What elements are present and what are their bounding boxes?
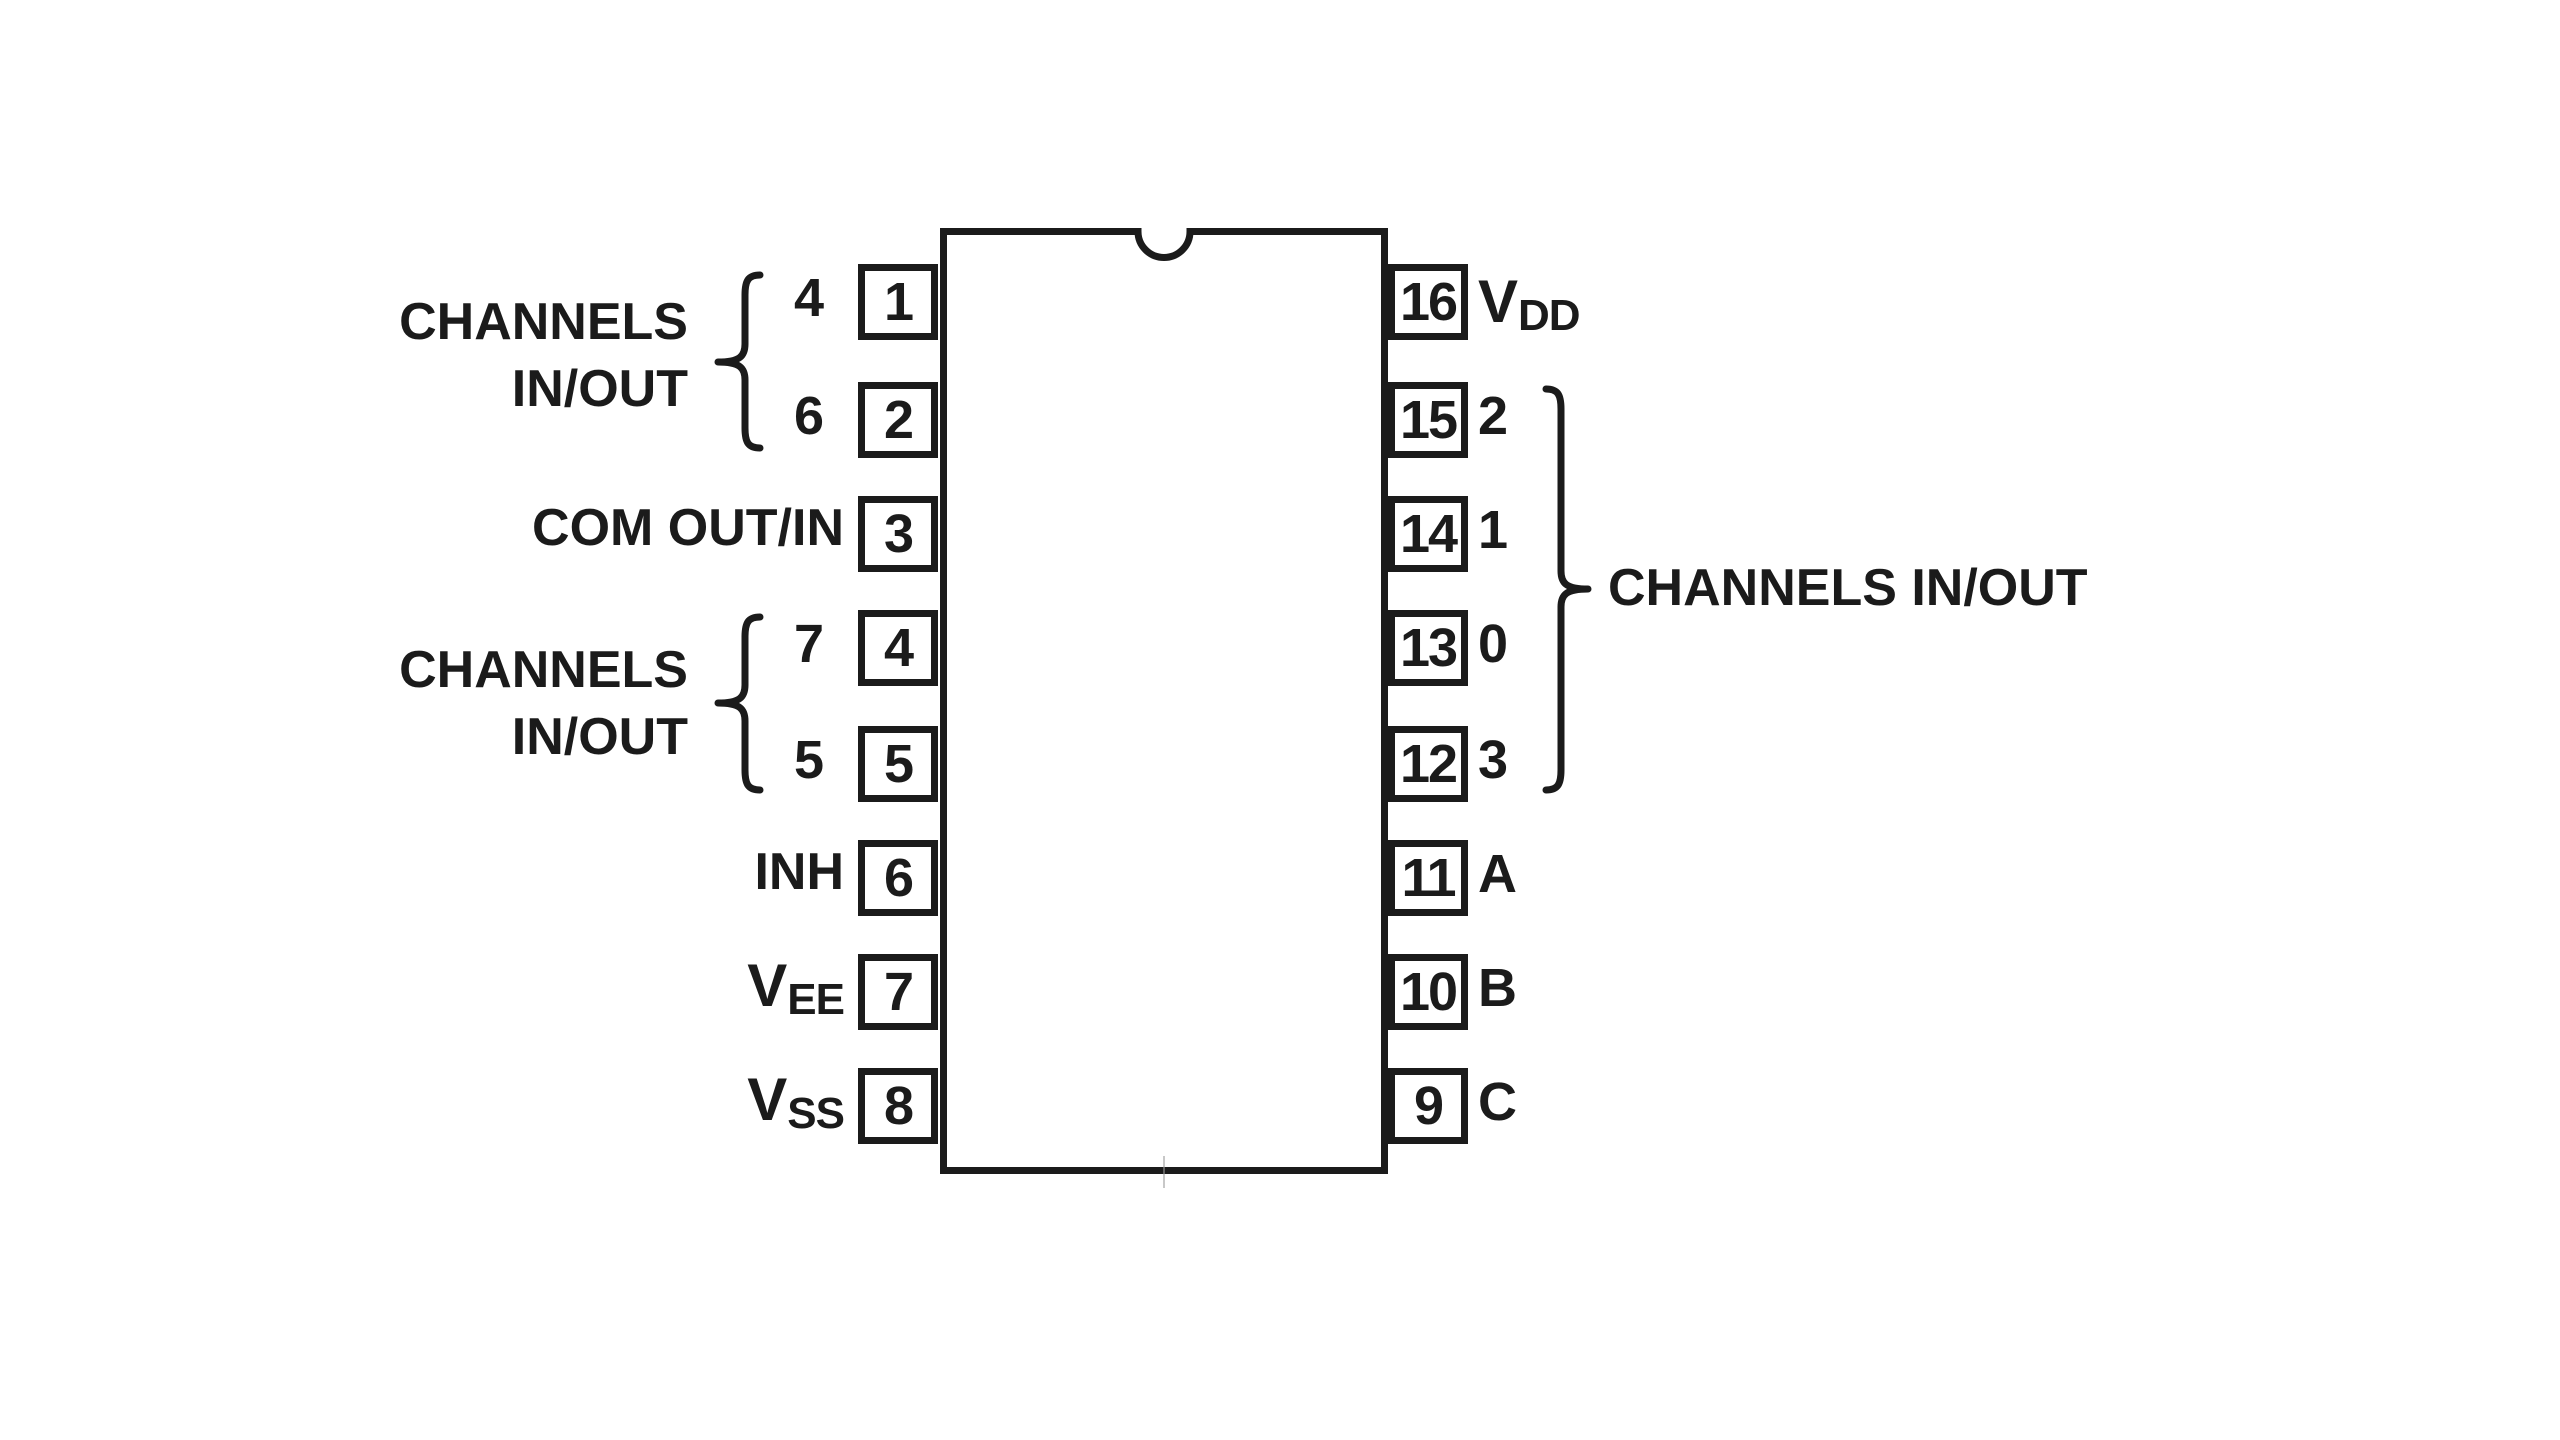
label-channel-6: 6 [793,386,825,446]
vss-subscript: SS [787,1089,845,1138]
label-channel-0: 0 [1478,614,1509,674]
pin-number-14: 14 [1399,504,1458,564]
pin-box-1: 1 [858,264,938,340]
pin-box-12: 12 [1388,726,1468,802]
pin-number-13: 13 [1399,618,1458,678]
pin-box-4: 4 [858,610,938,686]
chip-bottom-seam [1163,1156,1165,1188]
vdd-base: V [1478,268,1519,335]
label-inh: INH [754,843,844,901]
label-channels-in-out-right: CHANNELS IN/OUT [1608,559,2088,617]
label-channel-1: 1 [1478,500,1509,560]
vdd-subscript: DD [1518,291,1581,340]
pin-number-5: 5 [883,734,914,794]
pin-box-10: 10 [1388,954,1468,1030]
pin-box-16: 16 [1388,264,1468,340]
pin-number-2: 2 [883,390,914,450]
label-channels-group1-line2: IN/OUT [511,360,688,418]
pin-number-7: 7 [883,962,914,1022]
pin-box-3: 3 [858,496,938,572]
label-channel-5: 5 [793,730,825,790]
pin-number-6: 6 [883,848,914,908]
pin-number-1: 1 [883,272,914,332]
pin-number-3: 3 [883,504,914,564]
pin-box-7: 7 [858,954,938,1030]
pin-number-9: 9 [1413,1076,1444,1136]
pin-box-2: 2 [858,382,938,458]
pin-number-4: 4 [883,618,914,678]
brace-left-group1 [714,271,764,452]
label-channel-4: 4 [793,268,825,328]
label-channels-group2-line2: IN/OUT [511,708,688,766]
vss-base: V [747,1066,788,1133]
pin-number-15: 15 [1399,390,1458,450]
label-com-out-in: COM OUT/IN [532,499,844,557]
pin-number-8: 8 [883,1076,914,1136]
brace-left-group2 [714,613,764,794]
pin-number-11: 11 [1401,848,1456,908]
pin-box-11: 11 [1388,840,1468,916]
pin-box-13: 13 [1388,610,1468,686]
label-select-b: B [1478,958,1517,1018]
label-select-a: A [1478,844,1517,904]
pin-box-14: 14 [1388,496,1468,572]
label-channel-3: 3 [1478,730,1509,790]
pin-box-9: 9 [1388,1068,1468,1144]
pin-number-10: 10 [1399,962,1458,1022]
pin-number-12: 12 [1399,734,1458,794]
pin-box-15: 15 [1388,382,1468,458]
pin-number-16: 16 [1399,272,1458,332]
label-channels-group1-line1: CHANNELS [399,293,688,351]
label-channel-7: 7 [793,614,825,674]
label-select-c: C [1478,1072,1517,1132]
pin-box-5: 5 [858,726,938,802]
brace-right-channels [1542,385,1592,794]
pin-box-6: 6 [858,840,938,916]
label-channels-group2-line1: CHANNELS [399,641,688,699]
pin-box-8: 8 [858,1068,938,1144]
chip-body-with-notch [940,228,1388,1174]
label-channel-2: 2 [1478,386,1509,446]
vee-base: V [747,952,788,1019]
vee-subscript: EE [787,975,845,1024]
